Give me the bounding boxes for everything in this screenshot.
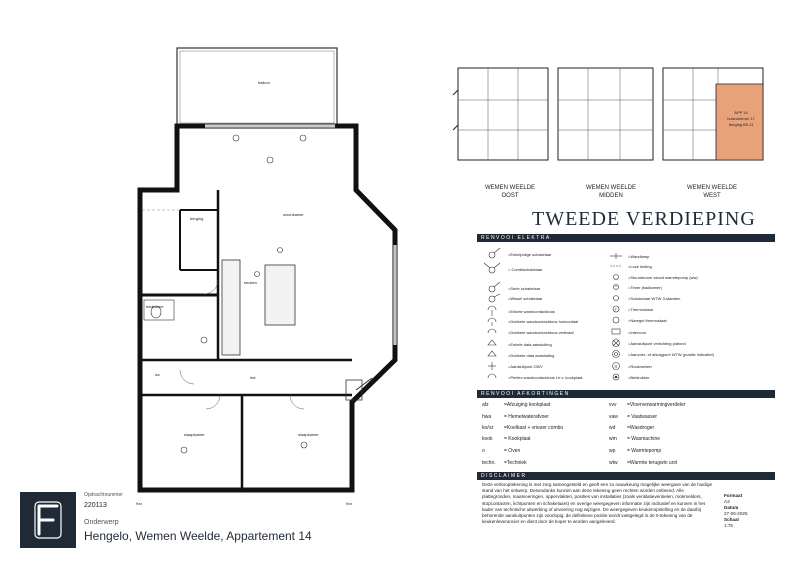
abbr-text: = Kookplaat — [504, 436, 531, 442]
highlight-line-3: berging B0.11 — [728, 122, 754, 127]
abbr-code: kook — [482, 436, 493, 442]
legend-afkortingen-right: vvv =Vloerverwarmingverdeler vaw = Vaatw… — [609, 400, 769, 470]
legend-elektra-right: =Wandlamp =Loze leiding =Stuurstroom van… — [606, 244, 774, 384]
room-label-wc: wc — [155, 372, 160, 377]
room-label-balkon: balkon — [258, 80, 270, 85]
abbr-code: wm — [609, 436, 617, 442]
abbr-text: = Wasmachine — [627, 436, 661, 442]
legend-item: =Wandlamp — [628, 254, 650, 259]
balcony-outline — [176, 47, 338, 127]
legend-elektra-heading: RENVOOI ELEKTRA — [477, 234, 775, 242]
abbr-code: afz — [482, 402, 489, 408]
legend-item: =Dubbele wandcontactdoos verticaal — [508, 330, 574, 335]
abbr-code: ko/vz — [482, 425, 494, 431]
legend-item: = Combischakelaar — [508, 267, 543, 272]
abbr-code: wtw — [609, 460, 618, 466]
legend-item: =Enkele data aansluiting — [508, 342, 552, 347]
room-label-keuken: keuken — [244, 280, 257, 285]
logo-f-icon — [34, 501, 62, 539]
disclaimer-text: Deze verkooptekening is met zorg samenge… — [482, 482, 713, 525]
abbr-code: techn. — [482, 460, 496, 466]
date-value: 27-06-2025 — [724, 511, 748, 516]
legend-item: =Rookmelder — [628, 364, 652, 369]
key-plan — [452, 67, 764, 161]
abbr-code: wp — [609, 448, 616, 454]
legend-item: =Beldrukker — [628, 375, 650, 380]
legend-item: =Schakelaar WTW 3-standen — [628, 296, 681, 301]
page-title: TWEEDE VERDIEPING — [532, 208, 756, 230]
abbr-code: o — [482, 448, 485, 454]
highlight-line-1: APP 14 — [734, 110, 748, 115]
legend-item: =Dubbele data aansluiting — [508, 353, 555, 358]
switch-symbols-icon — [483, 247, 501, 379]
format-value: A3 — [724, 499, 730, 504]
legend-item: =Perilex wandcontactdoos t.b.v. kookplaa… — [508, 375, 583, 380]
legend-item: =Serie schakelaar — [508, 286, 541, 291]
disclaimer-heading: DISCLAIMER — [477, 472, 775, 480]
legend-item: =Loze leiding — [628, 264, 652, 269]
legend-item: =Timer (badkamer) — [628, 285, 662, 290]
abbr-text: = Oven — [504, 448, 521, 454]
highlight-line-2: huisnummer 17 — [727, 116, 755, 121]
room-label-slaapkamer-1: slaapkamer — [184, 432, 205, 437]
abbr-text: =Wasdroger — [627, 425, 655, 431]
room-label-berging: berging — [190, 216, 204, 221]
order-label: Opdrachtnummer — [84, 492, 123, 498]
svg-text:R: R — [615, 364, 618, 369]
room-label-slaapkamer-2: slaapkamer — [298, 432, 319, 437]
scale-value: 1:75 — [724, 523, 733, 528]
company-logo — [20, 492, 76, 548]
highlight-label: APP 14 huisnummer 17 berging B0.11 — [720, 110, 762, 128]
abbr-code: vvv — [609, 402, 617, 408]
order-value: 220113 — [84, 502, 107, 509]
kitchen-counter — [221, 259, 241, 356]
dimension-right: 9xx — [346, 501, 353, 506]
legend-item: =Enkele wandcontactdoos — [508, 309, 555, 314]
scale-label: Schaal — [724, 517, 739, 522]
legend-item: =Aanvoer- of afzuigpunt WTW (positie ind… — [628, 352, 714, 357]
legend-item: =Enkelpolige schakelaar — [508, 252, 552, 257]
legend-item: =Thermostaat — [628, 307, 653, 312]
sheet-meta: Formaat A3 Datum 27-06-2025 Schaal 1:75 — [724, 493, 748, 529]
date-label: Datum — [724, 505, 739, 510]
abbr-text: = Vaatwasser — [627, 414, 658, 420]
abbr-text: =Techniek — [504, 460, 527, 466]
legend-item: =Naregel thermostaat — [628, 318, 667, 323]
legend-item: =Stuurstroom vanuit warmtepomp (ww) — [628, 275, 698, 280]
abbr-code: hwa — [482, 414, 492, 420]
legend-item: =Wissel schakelaar — [508, 296, 543, 301]
legend-item: =Aansluitpunt verlichting plafond — [628, 341, 686, 346]
legend-afkortingen-heading: RENVOOI AFKORTINGEN — [477, 390, 775, 398]
legend-elektra-left: =Enkelpolige schakelaar = Combischakelaa… — [480, 244, 630, 384]
subject-label: Onderwerp — [84, 519, 119, 526]
abbr-text: =Warmte terugwin unit — [627, 460, 677, 466]
floor-plan — [137, 47, 398, 493]
room-label-badkamer: badkamer — [146, 304, 164, 309]
key-plan-highlight — [715, 83, 764, 161]
room-label-hal: hal — [250, 375, 256, 380]
svg-text:T: T — [615, 307, 618, 312]
legend-item: =Dubbele wandcontactdoos horizontaal — [508, 319, 579, 324]
abbr-text: = Hemelwaterafvoer — [504, 414, 549, 420]
abbr-text: =Vloerverwarmingverdeler — [627, 402, 686, 408]
dimension-left: 9xx — [136, 501, 143, 506]
outer-walls — [137, 123, 398, 493]
format-label: Formaat — [724, 493, 743, 498]
legend-item: =Intercom — [628, 330, 646, 335]
abbr-text: =Afzuiging kookplaat — [504, 402, 551, 408]
abbr-code: wd — [609, 425, 616, 431]
abbr-code: vaw — [609, 414, 618, 420]
device-symbols-icon: T R — [610, 253, 622, 381]
abbr-text: =Koelkast + vriezer combo — [504, 425, 564, 431]
subject-value: Hengelo, Wemen Weelde, Appartement 14 — [84, 529, 312, 543]
room-label-woonkamer: woonkamer — [283, 212, 304, 217]
abbr-text: = Warmtepomp — [627, 448, 662, 454]
kitchen-island — [264, 264, 296, 326]
legend-afkortingen-left: afz =Afzuiging kookplaat hwa = Hemelwate… — [482, 400, 612, 470]
legend-item: =Aansluitpunt 230V — [508, 364, 543, 369]
